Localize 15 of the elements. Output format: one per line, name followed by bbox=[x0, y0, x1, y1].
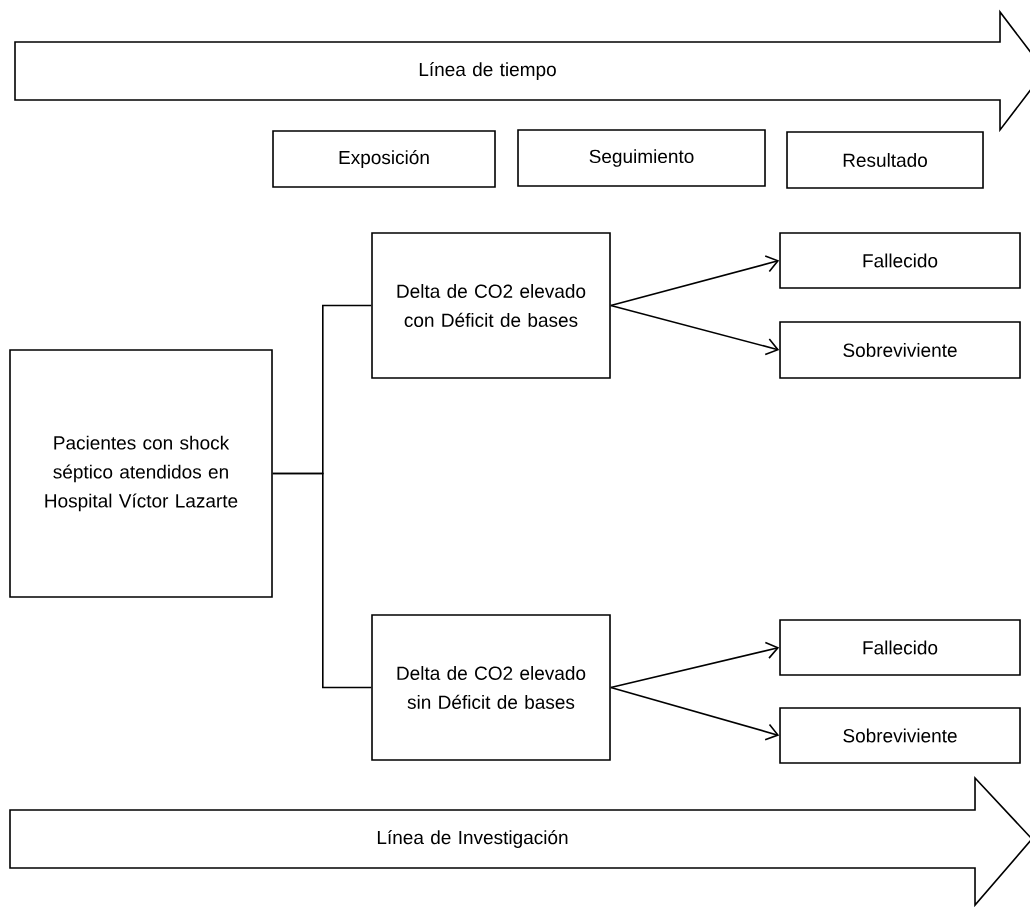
connector-line bbox=[272, 472, 372, 689]
process-box: Resultado bbox=[786, 131, 984, 189]
process-box: Delta de CO2 elevado con Déficit de bases bbox=[371, 232, 611, 379]
process-box: Sobreviviente bbox=[779, 707, 1021, 764]
arrow bbox=[610, 686, 780, 741]
process-box: Fallecido bbox=[779, 619, 1021, 676]
process-box: Fallecido bbox=[779, 232, 1021, 289]
arrow bbox=[610, 641, 780, 689]
process-box: Pacientes con shock séptico atendidos en Hospital Víctor Lazarte bbox=[9, 349, 273, 598]
process-box: Sobreviviente bbox=[779, 321, 1021, 379]
process-box: Delta de CO2 elevado sin Déficit de bases bbox=[371, 614, 611, 761]
process-box: Exposición bbox=[272, 130, 496, 188]
arrow bbox=[610, 255, 780, 307]
process-box: Seguimiento bbox=[517, 129, 766, 187]
arrow bbox=[610, 304, 780, 356]
